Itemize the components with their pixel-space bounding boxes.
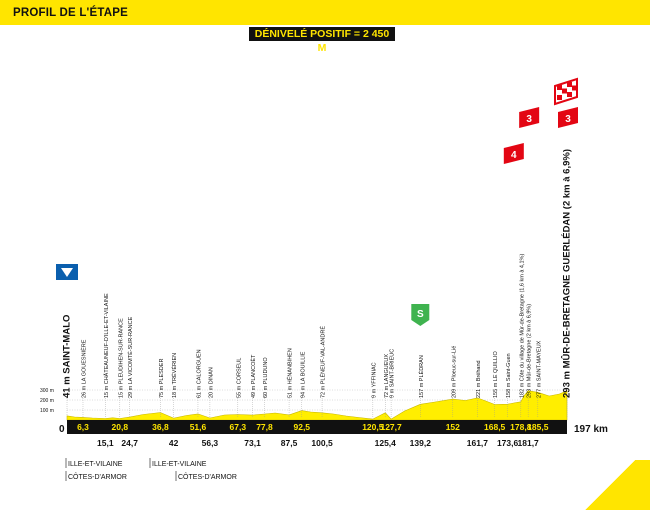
town-label: 60 m PLUDUNO <box>263 357 269 398</box>
page-title: PROFIL DE L'ÉTAPE <box>13 7 128 19</box>
sprint-marker-label: S <box>417 309 424 320</box>
km-label: 56,3 <box>202 438 219 448</box>
km-label: 20,8 <box>112 422 129 432</box>
climb-category-marker <box>558 107 578 128</box>
km-label: 125,4 <box>375 438 397 448</box>
km-label: 77,8 <box>256 422 273 432</box>
header-bar <box>0 0 650 25</box>
km-label: 73,1 <box>244 438 261 448</box>
km-label: 15,1 <box>97 438 114 448</box>
finish-flag-check <box>562 88 567 94</box>
town-label: 182 m Côte du village de Mûr-de-Bretagne… <box>519 254 525 398</box>
distance-start-label: 0 <box>59 424 65 435</box>
altitude-scale-label: 200 m <box>40 398 54 404</box>
department-label: ILLE-ET-VILAINE <box>152 461 207 468</box>
km-label: 185,5 <box>527 422 549 432</box>
km-label: 100,5 <box>311 438 333 448</box>
town-label: 72 m LANGUEUX <box>384 354 390 398</box>
km-label: 178,8 <box>510 422 532 432</box>
town-label: 94 m LA BOUILLIE <box>300 351 306 398</box>
town-label: 72 m PLÉNEUF-VAL-ANDRÉ <box>320 326 327 398</box>
km-label: 24,7 <box>121 438 138 448</box>
town-label: 20 m DINAN <box>208 367 214 398</box>
km-label: 6,3 <box>77 422 89 432</box>
climb-category-label: 3 <box>526 114 532 125</box>
department-label: CÔTES-D'ARMOR <box>68 472 127 481</box>
altitude-scale-label: 300 m <box>40 388 54 394</box>
department-label: ILLE-ET-VILAINE <box>68 461 123 468</box>
town-label: 221 m Bréhand <box>476 360 482 398</box>
town-label: 293 m Mûr-de-Bretagne (2 km à 6,9%) <box>527 304 533 398</box>
town-label: 41 m SAINT-MALO <box>62 315 73 398</box>
finish-flag-check <box>572 85 577 91</box>
town-label: 158 m Saint-Guen <box>506 353 512 398</box>
town-label: 293 m MÛR-DE-BRETAGNE GUERLÉDAN (2 km à … <box>561 149 573 398</box>
town-label: 51 m HÉNANBIHEN <box>287 348 294 398</box>
town-label: 277 m SAINT-MAYEUX <box>536 340 542 398</box>
town-label: 9 m YFFINIAC <box>371 362 377 398</box>
town-label: 49 m PLANCOËT <box>250 354 257 398</box>
distance-end-label: 197 km <box>574 424 608 435</box>
town-label: 155 m LE QUILLIO <box>493 351 499 398</box>
town-label: 9 m SAINT-BRIEUC <box>390 349 396 398</box>
finish-flag-check <box>557 85 562 90</box>
km-label: 36,8 <box>152 422 169 432</box>
town-label: 29 m LA VICOMTÉ-SUR-RANCE <box>127 316 134 398</box>
climb-category-marker <box>503 143 524 164</box>
town-label: 26 m LA GOUESNIÈRE <box>80 339 87 398</box>
town-label: 157 m PLÉDRAN <box>418 355 425 398</box>
km-label: 42 <box>169 438 179 448</box>
km-label: 120,5 <box>362 422 384 432</box>
town-label: 209 m Ploeuc-sur-Lié <box>451 346 457 398</box>
town-label: 15 m CHÂTEAUNEUF-D'ILLE-ET-VILAINE <box>103 293 110 398</box>
km-label: 181,7 <box>518 438 540 448</box>
km-label: 67,3 <box>230 422 247 432</box>
km-label: 127,7 <box>380 422 402 432</box>
start-arrow-icon <box>61 268 73 277</box>
km-label: 161,7 <box>467 438 489 448</box>
km-label: 51,6 <box>190 422 207 432</box>
town-label: 15 m PLEUDIHEN-SUR-RANCE <box>118 318 124 398</box>
town-label: 75 m PLESDER <box>159 359 165 398</box>
town-label: 55 m CORSEUL <box>236 358 242 398</box>
sprint-marker-icon <box>411 304 430 326</box>
km-label: 92,5 <box>293 422 310 432</box>
km-label: 173,6 <box>497 438 519 448</box>
km-label: 152 <box>446 422 460 432</box>
elevation-profile-area <box>66 390 568 421</box>
finish-flag-check <box>557 95 562 100</box>
town-label: 18 m TRÉVÉRIEN <box>171 353 178 398</box>
finish-flag-check <box>567 92 572 97</box>
town-label: 61 m CALORGUEN <box>196 349 202 398</box>
finish-flag-check <box>567 82 572 87</box>
distance-strip <box>67 420 567 434</box>
department-label: CÔTES-D'ARMOR <box>178 472 237 481</box>
km-label: 87,5 <box>281 438 298 448</box>
elevation-gain-badge: DÉNIVELÉ POSITIF = 2 450 M <box>249 27 395 54</box>
climb-category-label: 4 <box>511 150 517 161</box>
corner-decoration <box>570 460 650 510</box>
km-label: 168,5 <box>484 422 506 432</box>
climb-category-marker <box>519 107 540 128</box>
altitude-scale-label: 100 m <box>40 408 54 414</box>
km-label: 139,2 <box>410 438 432 448</box>
climb-category-label: 3 <box>565 114 571 125</box>
